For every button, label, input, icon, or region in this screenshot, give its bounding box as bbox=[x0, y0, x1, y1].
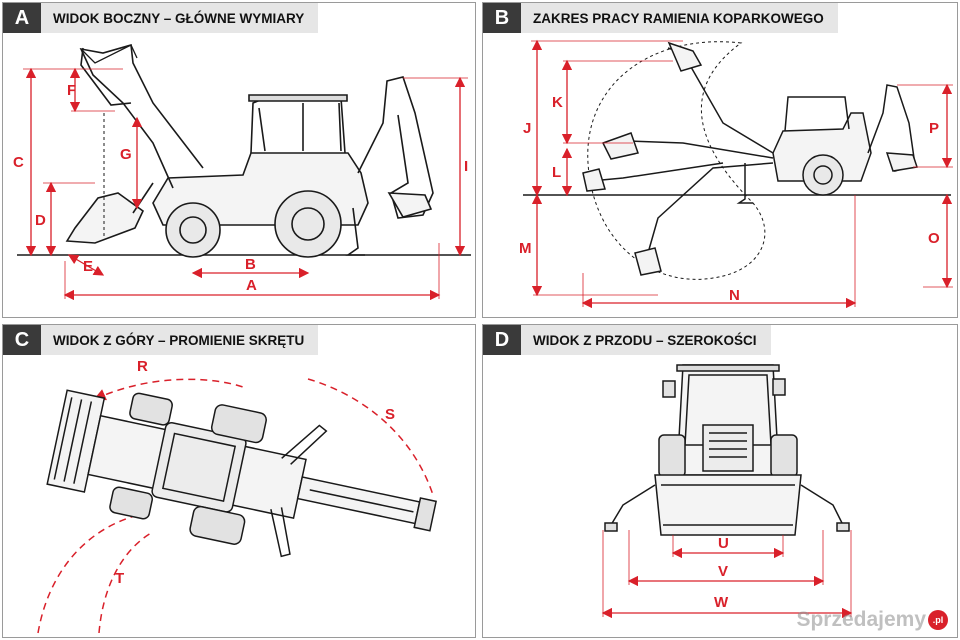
dim-label-A: A bbox=[246, 277, 257, 294]
panel-a-title: WIDOK BOCZNY – GŁÓWNE WYMIARY bbox=[41, 3, 319, 33]
dim-label-M: M bbox=[519, 240, 532, 257]
panel-a-badge: A bbox=[3, 3, 41, 33]
dim-label-S: S bbox=[385, 406, 395, 423]
backhoe-loader-rear bbox=[582, 41, 918, 276]
top-view-drawing: R S T bbox=[37, 358, 438, 634]
boom-range-drawing: J K L M N O P bbox=[519, 39, 953, 309]
dimension-lines-b bbox=[531, 39, 953, 309]
dim-label-U: U bbox=[718, 535, 729, 552]
panel-d: D WIDOK Z PRZODU – SZEROKOŚCI bbox=[482, 324, 958, 638]
dim-label-L: L bbox=[552, 164, 561, 181]
dim-label-D: D bbox=[35, 212, 46, 229]
dim-label-I: I bbox=[464, 158, 468, 175]
dim-label-V: V bbox=[718, 563, 728, 580]
dim-label-T: T bbox=[115, 570, 124, 587]
dim-label-J: J bbox=[523, 120, 531, 137]
panel-b-badge: B bbox=[483, 3, 521, 33]
panel-d-title: WIDOK Z PRZODU – SZEROKOŚCI bbox=[521, 325, 771, 355]
dim-label-P: P bbox=[929, 120, 939, 137]
panel-b: B ZAKRES PRACY RAMIENIA KOPARKOWEGO bbox=[482, 2, 958, 318]
dim-label-W: W bbox=[714, 594, 729, 611]
dim-label-F: F bbox=[67, 82, 76, 99]
dim-label-N: N bbox=[729, 287, 740, 304]
backhoe-loader-top bbox=[46, 389, 438, 558]
dimension-labels-c: R S T bbox=[115, 358, 395, 587]
dim-label-C: C bbox=[13, 154, 24, 171]
turning-radius-arcs bbox=[37, 378, 434, 634]
dimension-labels-a: A B C D E F G I bbox=[13, 82, 468, 294]
panel-c-badge: C bbox=[3, 325, 41, 355]
dimension-labels-d: U V W bbox=[714, 535, 729, 611]
side-view-drawing: A B C D E F G I bbox=[13, 43, 471, 301]
panel-c-title: WIDOK Z GÓRY – PROMIENIE SKRĘTU bbox=[41, 325, 319, 355]
panel-c: C WIDOK Z GÓRY – PROMIENIE SKRĘTU bbox=[2, 324, 476, 638]
dimension-lines-a bbox=[23, 67, 468, 301]
dim-label-B: B bbox=[245, 256, 256, 273]
watermark: Sprzedajemy .pl bbox=[796, 608, 948, 632]
backhoe-loader-side bbox=[65, 43, 434, 258]
dim-label-R: R bbox=[137, 358, 148, 375]
dimension-labels-b: J K L M N O P bbox=[519, 94, 940, 304]
dim-label-E: E bbox=[83, 258, 93, 275]
panel-a: A WIDOK BOCZNY – GŁÓWNE WYMIARY bbox=[2, 2, 476, 318]
panel-b-title: ZAKRES PRACY RAMIENIA KOPARKOWEGO bbox=[521, 3, 838, 33]
front-view-drawing: U V W bbox=[601, 364, 853, 619]
watermark-text: Sprzedajemy bbox=[796, 608, 926, 631]
watermark-badge: .pl bbox=[928, 610, 948, 630]
panel-d-badge: D bbox=[483, 325, 521, 355]
backhoe-loader-front bbox=[604, 364, 850, 536]
dim-label-O: O bbox=[928, 230, 940, 247]
work-envelope bbox=[587, 41, 766, 280]
dim-label-K: K bbox=[552, 94, 563, 111]
dimension-lines-d bbox=[601, 530, 853, 619]
dim-label-G: G bbox=[120, 146, 132, 163]
